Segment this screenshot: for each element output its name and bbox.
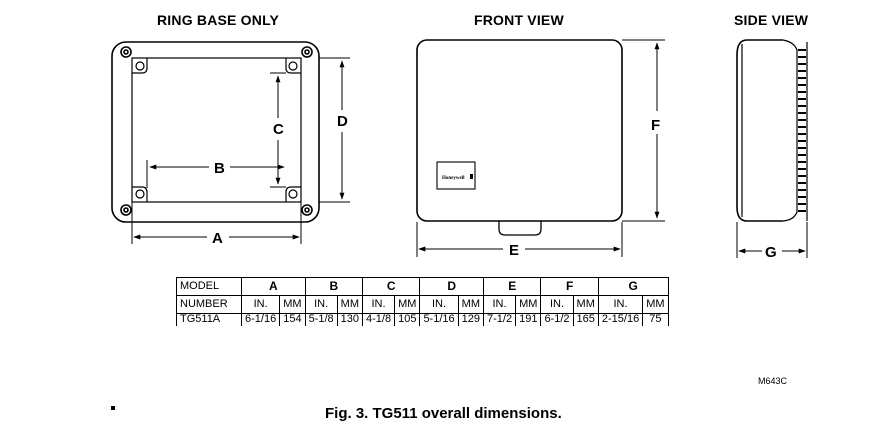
front-view-title: FRONT VIEW <box>474 12 564 28</box>
side-profile <box>736 39 783 222</box>
bullet-mark <box>111 406 115 410</box>
mounting-hole <box>120 46 313 216</box>
dimension-f-label: F <box>651 117 660 134</box>
model-number-cell: TG511A <box>176 313 242 326</box>
table-group-header: D <box>419 277 484 296</box>
corner-post <box>132 58 301 202</box>
dimension-line-b <box>146 160 285 188</box>
unit-in: IN. <box>361 295 396 314</box>
value-in-cell: 7-1/2 <box>482 313 517 326</box>
brand-logo-text: Honeywell <box>442 176 465 181</box>
unit-mm: MM <box>394 295 421 314</box>
table-row: TG511A 6-1/16 154 5-1/8 130 4-1/8 105 5-… <box>176 313 669 326</box>
unit-mm: MM <box>572 295 599 314</box>
value-mm-cell: 191 <box>515 313 542 326</box>
value-mm-cell: 154 <box>279 313 306 326</box>
dimension-line-a <box>131 202 302 244</box>
table-group-header: B <box>304 277 364 296</box>
dimension-g-label: G <box>765 244 777 261</box>
unit-in: IN. <box>419 295 459 314</box>
table-group-header: C <box>361 277 421 296</box>
table-group-header: A <box>241 277 306 296</box>
unit-mm: MM <box>642 295 669 314</box>
dimension-line-e <box>416 222 623 257</box>
value-in-cell: 5-1/16 <box>419 313 459 326</box>
thermostat-cover <box>416 39 623 222</box>
side-view-drawing <box>736 39 808 258</box>
table-group-header: E <box>482 277 542 296</box>
vent-slots <box>798 49 806 212</box>
value-in-cell: 5-1/8 <box>304 313 338 326</box>
ring-base-drawing <box>111 41 350 244</box>
ring-base-outline <box>111 41 320 223</box>
unit-mm: MM <box>515 295 542 314</box>
value-mm-cell: 165 <box>572 313 599 326</box>
table-header-model: MODEL <box>176 277 242 296</box>
value-in-cell: 4-1/8 <box>361 313 396 326</box>
dimension-table: MODEL A B C D E F G NUMBER IN. MM IN. MM… <box>176 277 669 326</box>
figure-caption: Fig. 3. TG511 overall dimensions. <box>325 405 562 422</box>
table-group-header: G <box>597 277 669 296</box>
unit-in: IN. <box>240 295 281 314</box>
front-view-drawing <box>416 39 665 257</box>
ring-base-title: RING BASE ONLY <box>157 12 280 28</box>
nameplate <box>436 161 476 190</box>
dimension-a-label: A <box>212 230 223 247</box>
unit-mm: MM <box>457 295 485 314</box>
unit-mm: MM <box>279 295 306 314</box>
unit-mm: MM <box>336 295 364 314</box>
unit-in: IN. <box>540 295 574 314</box>
value-mm-cell: 129 <box>457 313 485 326</box>
dimension-e-label: E <box>509 242 519 259</box>
dimension-line-d <box>319 57 350 203</box>
dimension-c-label: C <box>273 121 284 138</box>
dimension-b-label: B <box>214 160 225 177</box>
dimension-d-label: D <box>337 113 348 130</box>
table-header-row: MODEL A B C D E F G <box>176 277 669 296</box>
unit-in: IN. <box>304 295 338 314</box>
dimension-line-c <box>270 72 286 188</box>
cover-tab <box>498 221 542 236</box>
dimension-line-f <box>622 39 665 222</box>
value-in-cell: 2-15/16 <box>597 313 644 326</box>
table-unit-row: NUMBER IN. MM IN. MM IN. MM IN. MM IN. M… <box>176 295 669 314</box>
value-in-cell: 6-1/16 <box>240 313 281 326</box>
ring-base-inner <box>131 57 302 203</box>
table-group-header: F <box>540 277 599 296</box>
side-view-title: SIDE VIEW <box>734 12 809 28</box>
drawing-code: M643C <box>758 376 788 386</box>
dimension-line-g <box>736 222 808 258</box>
table-header-number: NUMBER <box>176 295 242 314</box>
unit-in: IN. <box>482 295 517 314</box>
value-mm-cell: 75 <box>642 313 669 326</box>
value-mm-cell: 130 <box>336 313 364 326</box>
value-mm-cell: 105 <box>394 313 421 326</box>
value-in-cell: 6-1/2 <box>540 313 574 326</box>
unit-in: IN. <box>597 295 644 314</box>
